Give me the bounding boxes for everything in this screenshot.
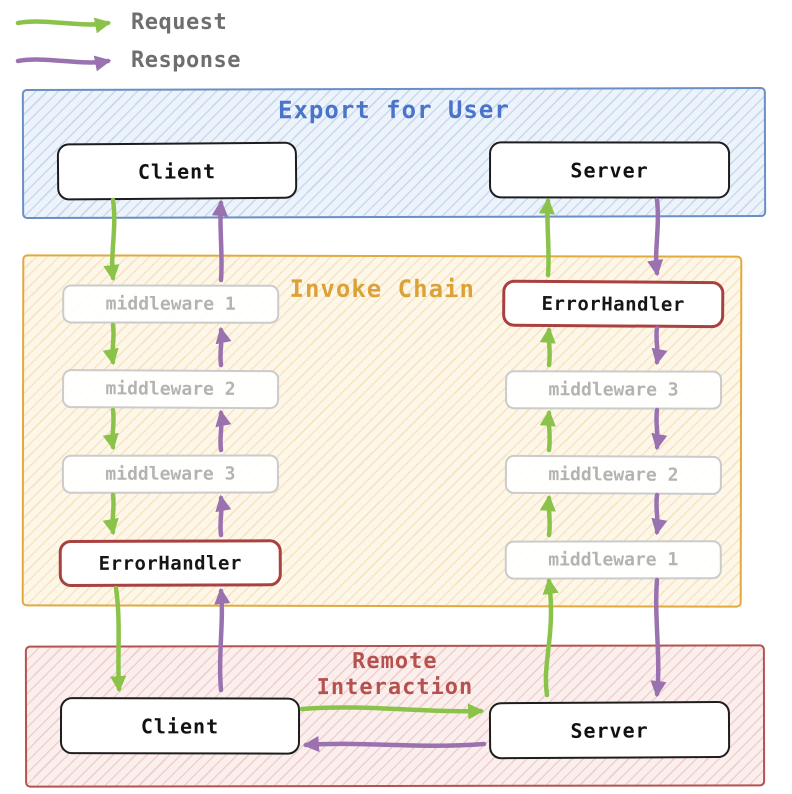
errorhandler-right-node: ErrorHandler <box>502 279 725 329</box>
middleware-3-right-node: middleware 3 <box>505 370 723 410</box>
legend-request-arrow <box>15 17 112 34</box>
remote-section-title: Remote Interaction <box>27 648 763 701</box>
legend-request-label: Request <box>131 10 228 35</box>
middleware-1-left-node: middleware 1 <box>62 284 280 324</box>
server-node-top: Server <box>489 141 731 199</box>
errorhandler-label: ErrorHandler <box>541 292 685 316</box>
export-for-user-section: Export for User Client Server <box>21 87 767 219</box>
invoke-chain-section: Invoke Chain middleware 1 middleware 2 m… <box>21 254 743 608</box>
server-label: Server <box>570 717 649 743</box>
remote-interaction-section: Remote Interaction Client Server <box>24 644 766 788</box>
client-label: Client <box>140 713 220 738</box>
client-node-bottom: Client <box>59 697 301 755</box>
middleware-label: middleware 3 <box>548 379 679 401</box>
middleware-label: middleware 2 <box>548 464 679 486</box>
legend-response-arrow <box>15 55 112 72</box>
middleware-label: middleware 1 <box>105 293 236 315</box>
client-label: Client <box>137 158 217 184</box>
export-section-title: Export for User <box>277 95 510 125</box>
errorhandler-label: ErrorHandler <box>98 551 242 575</box>
remote-title-line1: Remote <box>352 648 438 675</box>
middleware-1-right-node: middleware 1 <box>504 540 722 580</box>
middleware-label: middleware 2 <box>105 378 236 400</box>
server-node-bottom: Server <box>488 700 731 760</box>
errorhandler-left-node: ErrorHandler <box>58 539 282 588</box>
middleware-2-right-node: middleware 2 <box>504 454 723 495</box>
middleware-label: middleware 3 <box>105 463 236 485</box>
middleware-label: middleware 1 <box>548 549 679 571</box>
middleware-2-left-node: middleware 2 <box>61 369 280 410</box>
client-node-top: Client <box>56 141 298 201</box>
legend-response-label: Response <box>131 48 241 73</box>
middleware-3-left-node: middleware 3 <box>61 454 279 494</box>
server-label: Server <box>570 157 649 182</box>
